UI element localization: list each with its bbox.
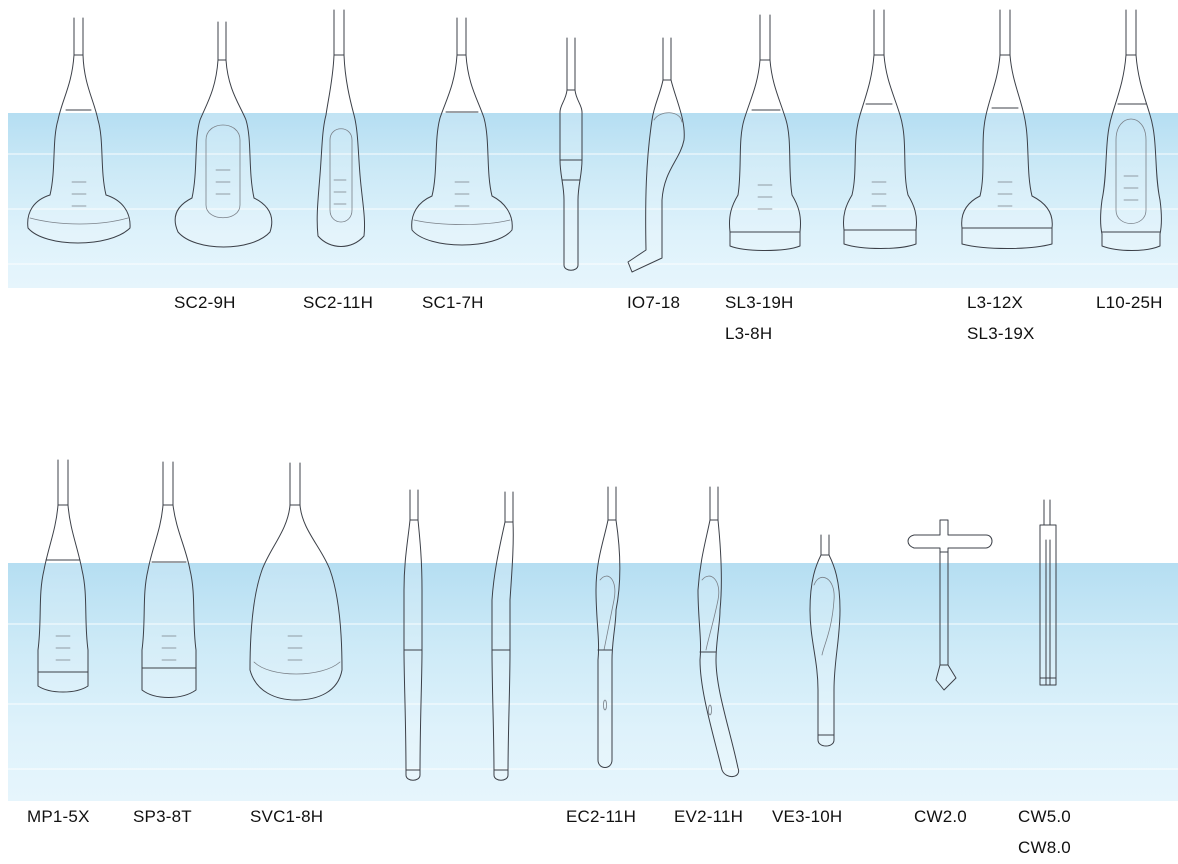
probe-pencil-4	[403, 489, 423, 781]
probe-label: SC2-9H	[174, 293, 236, 312]
probe-pencil-cw-10	[1039, 499, 1057, 686]
probe-endocavity-7	[697, 486, 740, 777]
probe-label: L3-8H	[725, 324, 773, 343]
probe-label: EV2-11H	[674, 807, 744, 826]
probe-label: VE3-10H	[772, 807, 843, 826]
probe-linear-8	[843, 9, 917, 249]
water-ripple	[8, 208, 1178, 210]
probe-linear-7	[729, 14, 801, 251]
probe-label: SC2-11H	[303, 293, 374, 312]
probe-pencil-cw-9	[907, 519, 993, 691]
probe-convex-volume-3	[249, 462, 343, 701]
probe-label: CW2.0	[914, 807, 967, 826]
probe-hockey-stick-6	[627, 37, 685, 273]
probe-label: SL3-19H	[725, 293, 794, 312]
probe-convex-2	[174, 21, 273, 248]
probe-phased-1	[37, 459, 89, 693]
water-ripple	[8, 768, 1178, 770]
probe-label: IO7-18	[627, 293, 681, 312]
probe-label: SP3-8T	[133, 807, 192, 826]
probe-label: L3-12X	[967, 293, 1024, 312]
probe-pencil-5	[559, 37, 583, 271]
probe-label: SL3-19X	[967, 324, 1035, 343]
probe-linear-10	[1100, 9, 1162, 251]
probe-convex-1	[27, 17, 131, 244]
probe-label: CW8.0	[1018, 838, 1071, 857]
probe-endocavity-8	[809, 534, 841, 747]
water-band-bottom	[8, 563, 1178, 801]
probe-endcap-3	[316, 9, 365, 247]
probe-label: SC1-7H	[422, 293, 484, 312]
water-ripple	[8, 703, 1178, 705]
probe-phased-2	[141, 461, 197, 698]
probe-convex-4	[411, 17, 513, 246]
probe-label: MP1-5X	[27, 807, 90, 826]
water-ripple	[8, 153, 1178, 155]
probe-pencil-5	[491, 491, 514, 781]
probe-label: EC2-11H	[566, 807, 637, 826]
water-ripple	[8, 623, 1178, 625]
probe-endocavity-6	[595, 486, 621, 768]
water-ripple	[8, 263, 1178, 265]
probe-label: L10-25H	[1096, 293, 1163, 312]
probe-label: CW5.0	[1018, 807, 1071, 826]
probe-linear-9	[961, 9, 1053, 249]
probe-label: SVC1-8H	[250, 807, 324, 826]
